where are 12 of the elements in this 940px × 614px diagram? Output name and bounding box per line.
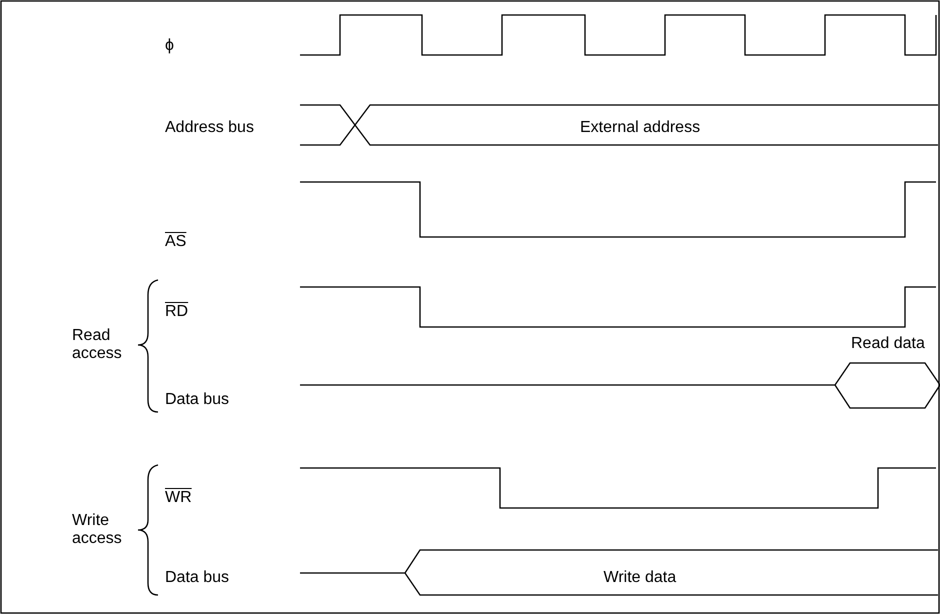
signal-label: Data bus bbox=[165, 391, 230, 409]
signal-label: Address bus bbox=[165, 119, 254, 137]
signal-label: Data bus bbox=[165, 569, 230, 587]
signal-label: ϕ bbox=[165, 37, 174, 55]
group-label: Read access bbox=[72, 327, 123, 363]
bus-value-label: Read data bbox=[851, 335, 925, 353]
bus-value-label: External address bbox=[580, 119, 700, 137]
signal-label: AS bbox=[165, 233, 186, 251]
bus-value-label: Write data bbox=[604, 569, 676, 587]
signal-label: WR bbox=[165, 489, 192, 507]
group-label: Write access bbox=[72, 512, 123, 548]
signal-label: RD bbox=[165, 303, 188, 321]
